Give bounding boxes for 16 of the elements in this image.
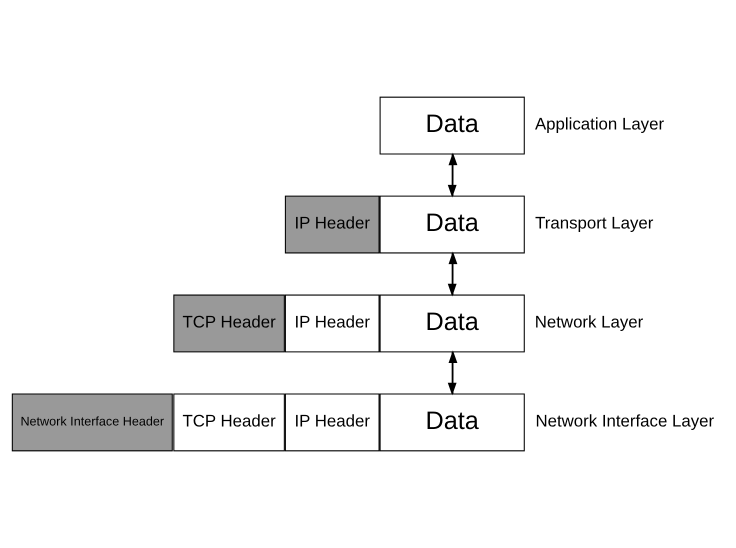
arrow: [448, 152, 458, 196]
node-box: IP Header: [284, 294, 380, 352]
node-box: Data: [380, 96, 525, 155]
arrow: [448, 350, 458, 394]
node-label: Transport Layer: [535, 214, 654, 233]
node-box: IP Header: [284, 393, 380, 452]
node-label: Network Interface Layer: [535, 411, 714, 430]
node-box: Data: [380, 196, 525, 254]
node-box: Data: [380, 393, 525, 452]
node-label: Network Layer: [534, 312, 644, 332]
node-box: IP Header: [284, 196, 380, 254]
node-box: TCP Header: [173, 294, 285, 352]
node-label: Application Layer: [534, 114, 664, 134]
node-box: TCP Header: [173, 393, 285, 452]
node-box: Network Interface Header: [12, 393, 173, 452]
node-box: Data: [380, 294, 525, 352]
